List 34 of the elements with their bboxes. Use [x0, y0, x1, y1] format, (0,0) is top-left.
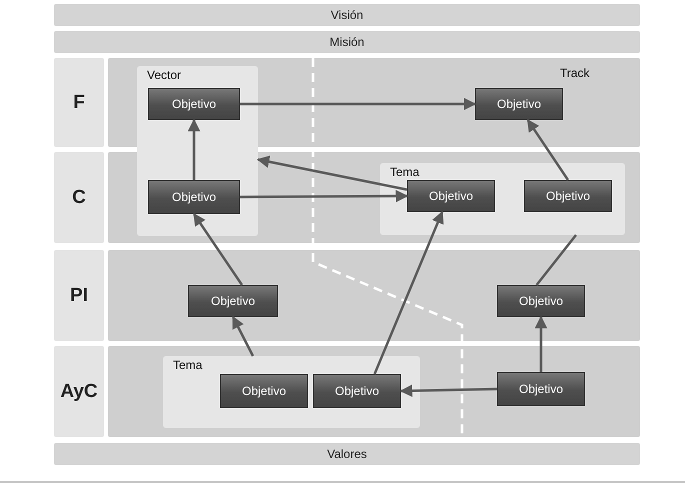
group-panel: [380, 163, 625, 235]
objective-box: Objetivo: [524, 180, 612, 212]
objective-box: Objetivo: [220, 374, 308, 408]
objective-box: Objetivo: [497, 372, 585, 406]
region-label: Track: [560, 66, 590, 80]
arrow: [188, 118, 200, 180]
heading-band: Valores: [54, 443, 640, 465]
arrow: [373, 210, 444, 374]
arrow: [534, 316, 548, 372]
heading-band: Misión: [54, 31, 640, 53]
arrow: [240, 190, 408, 202]
row-label: F: [54, 58, 104, 147]
objective-box: Objetivo: [148, 88, 240, 120]
arrow: [192, 212, 244, 286]
group-title: Tema: [173, 358, 202, 372]
objective-box: Objetivo: [188, 285, 278, 317]
arrow: [240, 98, 476, 110]
objective-box: Objetivo: [148, 180, 240, 214]
objective-box: Objetivo: [313, 374, 401, 408]
row-label: C: [54, 152, 104, 243]
arrow: [232, 316, 254, 357]
group-title: Tema: [390, 165, 420, 179]
objective-box: Objetivo: [497, 285, 585, 317]
objective-box: Objetivo: [407, 180, 495, 212]
objective-box: Objetivo: [475, 88, 563, 120]
group-panel: [137, 66, 258, 236]
row-label: AyC: [54, 346, 104, 437]
heading-band: Visión: [54, 4, 640, 26]
group-panel: [163, 356, 420, 428]
arrow: [400, 384, 498, 398]
group-title: Vector: [147, 68, 182, 82]
arrow: [256, 156, 408, 191]
row-label: PI: [54, 250, 104, 341]
arrow: [526, 118, 570, 181]
